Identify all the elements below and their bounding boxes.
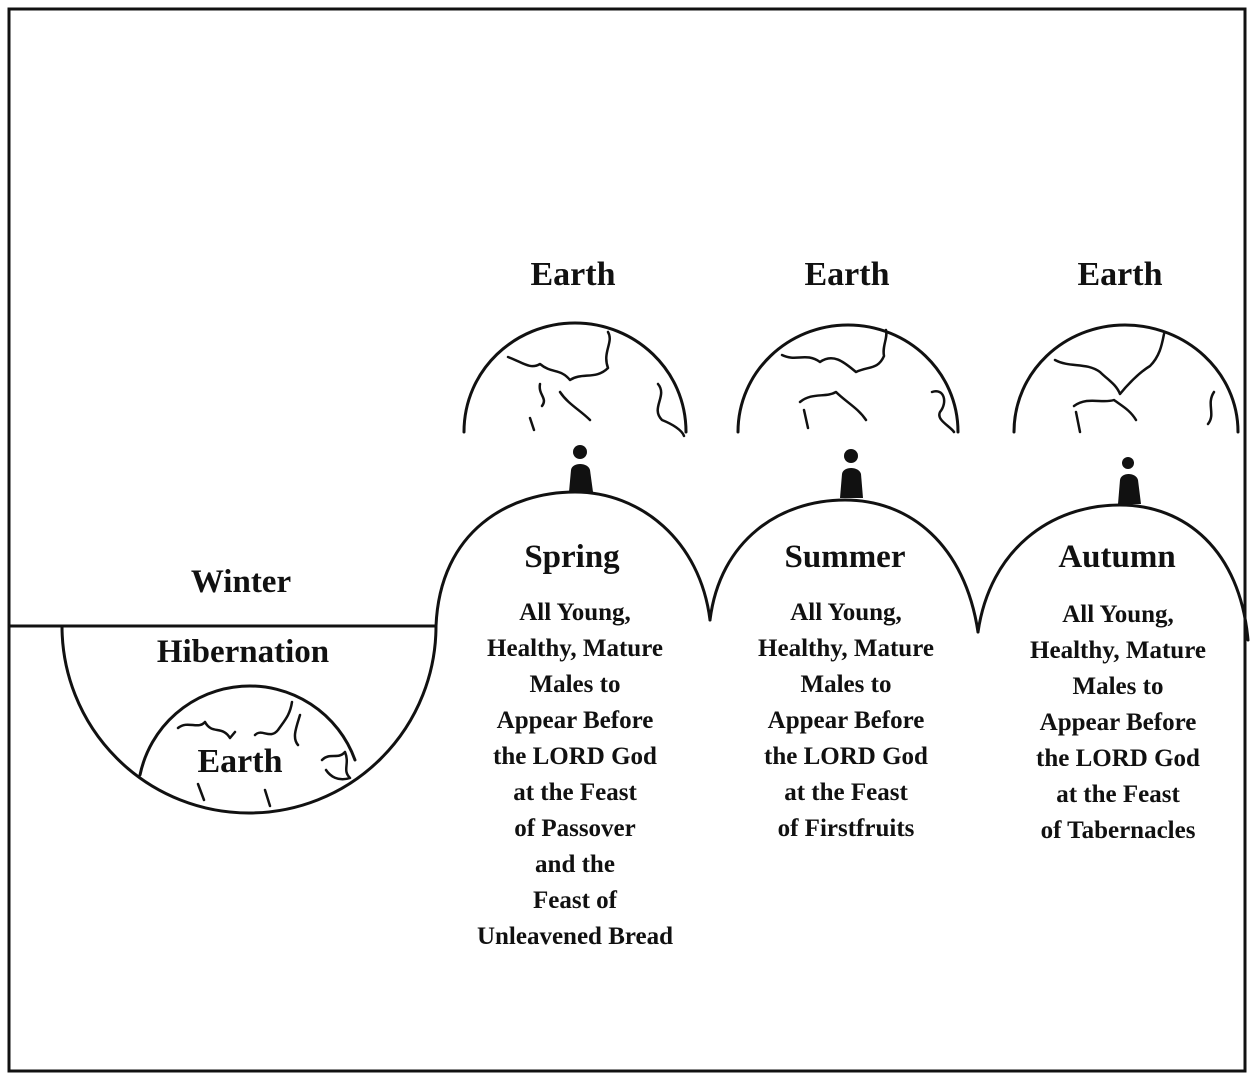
summer-line: of Firstfruits xyxy=(778,815,915,842)
spring-line: at the Feast xyxy=(513,779,637,806)
summer-hill xyxy=(708,498,980,634)
spring-description: All Young, Healthy, Mature Males to Appe… xyxy=(477,599,673,950)
spring-line: Unleavened Bread xyxy=(477,923,673,950)
autumn-line: All Young, xyxy=(1062,601,1174,628)
spring-line: Appear Before xyxy=(497,707,654,734)
autumn-line: Males to xyxy=(1073,673,1164,700)
spring-label: Spring xyxy=(524,539,620,575)
winter-earth-globe xyxy=(138,684,357,808)
summer-earth-globe xyxy=(736,323,960,434)
winter-label: Winter xyxy=(191,564,291,600)
summer-line: at the Feast xyxy=(784,779,908,806)
autumn-hill xyxy=(976,503,1250,642)
spring-line: Feast of xyxy=(533,887,618,914)
summer-line: Healthy, Mature xyxy=(758,635,934,662)
autumn-earth-label: Earth xyxy=(1078,256,1163,293)
spring-line: Healthy, Mature xyxy=(487,635,663,662)
autumn-earth-globe xyxy=(1012,323,1240,434)
spring-hill xyxy=(434,490,712,628)
hibernation-label: Hibernation xyxy=(157,634,329,670)
summer-line: Males to xyxy=(801,671,892,698)
summer-line: Appear Before xyxy=(768,707,925,734)
autumn-label: Autumn xyxy=(1058,539,1175,575)
spring-line: and the xyxy=(535,851,615,878)
summer-earth-label: Earth xyxy=(805,256,890,293)
spring-line: Males to xyxy=(530,671,621,698)
summer-line: the LORD God xyxy=(764,743,928,770)
spring-line: All Young, xyxy=(519,599,631,626)
spring-worshipper-figure xyxy=(569,445,593,492)
autumn-worshipper-figure xyxy=(1118,457,1141,504)
spring-earth-globe xyxy=(462,321,688,438)
diagram-border xyxy=(7,7,1247,1073)
autumn-line: the LORD God xyxy=(1036,745,1200,772)
spring-line: of Passover xyxy=(514,815,636,842)
autumn-description: All Young, Healthy, Mature Males to Appe… xyxy=(1030,601,1206,844)
summer-label: Summer xyxy=(785,539,906,575)
summer-description: All Young, Healthy, Mature Males to Appe… xyxy=(758,599,934,842)
summer-line: All Young, xyxy=(790,599,902,626)
winter-earth-label: Earth xyxy=(198,743,283,780)
autumn-line: of Tabernacles xyxy=(1041,817,1196,844)
spring-line: the LORD God xyxy=(493,743,657,770)
spring-earth-label: Earth xyxy=(531,256,616,293)
autumn-line: Healthy, Mature xyxy=(1030,637,1206,664)
autumn-line: Appear Before xyxy=(1040,709,1197,736)
winter-bowl xyxy=(60,624,438,815)
summer-worshipper-figure xyxy=(840,449,863,498)
autumn-line: at the Feast xyxy=(1056,781,1180,808)
